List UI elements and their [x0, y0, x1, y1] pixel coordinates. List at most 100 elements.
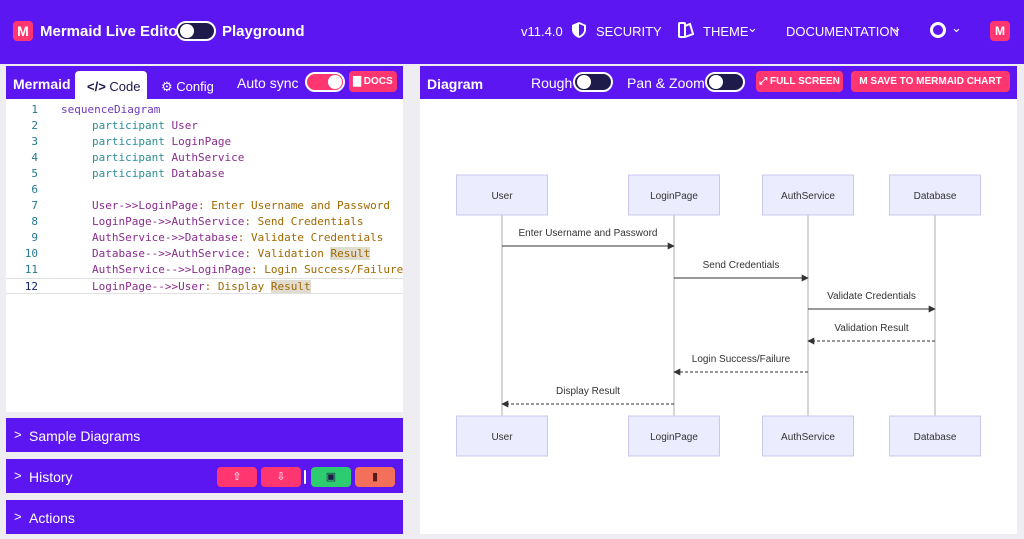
theme-icon	[678, 22, 694, 38]
actor-label: Database	[914, 432, 957, 443]
code-token: LoginPage	[171, 135, 232, 148]
save-to-mermaid-chart-button[interactable]: M SAVE TO MERMAID CHART	[851, 71, 1010, 92]
code-token: AuthService	[92, 263, 165, 276]
trash-icon[interactable]: ▮	[355, 467, 395, 487]
code-token: participant	[92, 135, 165, 148]
accordion-label: Actions	[29, 510, 75, 526]
book-icon: ▇	[353, 76, 361, 87]
code-token: Validate Credentials	[244, 231, 384, 244]
code-token: ->>	[151, 215, 172, 228]
line-number: 12	[24, 280, 38, 293]
tab-config[interactable]: ⚙ Config	[161, 79, 214, 95]
top-bar: M Mermaid Live Editor Playground v11.4.0…	[0, 0, 1024, 64]
code-token: AuthService	[171, 151, 245, 164]
save-icon[interactable]: ▣	[311, 467, 351, 487]
divider	[304, 470, 306, 484]
code-token: Result	[270, 280, 311, 293]
editor-title: Mermaid	[13, 76, 71, 92]
code-token: Database	[184, 231, 238, 244]
message-label: Login Success/Failure	[692, 354, 791, 365]
docs-button-label: DOCS	[363, 76, 393, 87]
message-label: Validate Credentials	[827, 291, 916, 302]
version-label[interactable]: v11.4.0	[521, 24, 563, 39]
docs-chevron-down-icon: ⌄	[891, 20, 902, 35]
auto-sync-label: Auto sync	[237, 75, 299, 91]
download-icon[interactable]: ⇩	[261, 467, 301, 487]
tab-code[interactable]: </> Code	[75, 71, 147, 99]
actor-box-top	[628, 174, 720, 216]
accordion-actions[interactable]: > Actions	[6, 500, 403, 534]
auto-sync-toggle[interactable]	[305, 72, 345, 92]
tab-config-label: Config	[176, 79, 214, 94]
accordion-label: Sample Diagrams	[29, 428, 141, 444]
playground-toggle[interactable]	[176, 21, 216, 41]
line-number: 10	[24, 247, 38, 260]
github-icon[interactable]	[930, 22, 946, 38]
line-number: 9	[31, 231, 38, 244]
code-token: :	[197, 199, 205, 212]
code-token: LoginPage	[92, 215, 152, 228]
upload-icon[interactable]: ⇧	[217, 467, 257, 487]
toggle-knob	[328, 75, 342, 89]
actor-label: Database	[914, 191, 957, 202]
full-screen-button[interactable]: ⤢ FULL SCREEN	[756, 71, 843, 92]
playground-label: Playground	[222, 23, 305, 40]
nav-documentation[interactable]: DOCUMENTATION	[786, 24, 899, 39]
mermaid-chart-icon[interactable]: M	[990, 21, 1010, 41]
code-token: User	[92, 199, 119, 212]
app-title[interactable]: Mermaid Live Editor	[40, 23, 184, 40]
pan-zoom-toggle[interactable]	[705, 72, 745, 92]
docs-button[interactable]: ▇ DOCS	[349, 71, 397, 92]
full-screen-label: FULL SCREEN	[769, 76, 840, 87]
expand-icon: ⤢	[759, 76, 768, 87]
code-token: Result	[330, 247, 371, 260]
code-token: LoginPage	[138, 199, 198, 212]
theme-chevron-down-icon: ⌄	[747, 20, 758, 35]
accordion-label: History	[29, 469, 73, 485]
code-token: LoginPage	[191, 263, 251, 276]
code-token: Enter Username and Password	[204, 199, 391, 212]
line-number: 4	[31, 151, 38, 164]
actor-box-top	[762, 174, 854, 216]
code-token: AuthService	[171, 215, 245, 228]
accordion-sample-diagrams[interactable]: > Sample Diagrams	[6, 418, 403, 452]
code-token: Validation	[250, 247, 331, 260]
line-number: 2	[31, 119, 38, 132]
toggle-knob	[577, 75, 591, 89]
code-token: participant	[92, 167, 165, 180]
code-token: Login Success/Failure	[257, 263, 404, 276]
save-label: SAVE TO MERMAID CHART	[870, 76, 1002, 87]
rough-toggle[interactable]	[573, 72, 613, 92]
code-token: :	[250, 263, 258, 276]
mermaid-logo-icon[interactable]: M	[13, 21, 33, 41]
toggle-knob	[709, 75, 723, 89]
sequence-diagram[interactable]: UserUserLoginPageLoginPageAuthServiceAut…	[420, 99, 1017, 534]
line-number: 1	[31, 103, 38, 116]
code-token: User	[171, 119, 198, 132]
message-label: Send Credentials	[703, 260, 780, 271]
code-token: -->>	[144, 247, 172, 260]
gears-icon: ⚙	[161, 79, 173, 94]
code-token: Database	[171, 167, 225, 180]
editor-panel: Mermaid </> Code ⚙ Config Auto sync ▇ DO…	[6, 66, 403, 412]
pan-zoom-label: Pan & Zoom	[627, 75, 705, 91]
nav-theme[interactable]: THEME	[703, 24, 749, 39]
line-number: 6	[31, 183, 38, 196]
line-number: 8	[31, 215, 38, 228]
chevron-right-icon: >	[14, 468, 22, 483]
actor-box-bottom	[628, 415, 720, 457]
actor-label: User	[491, 191, 513, 202]
message-label: Validation Result	[834, 323, 909, 334]
code-token: AuthService	[92, 231, 165, 244]
nav-security[interactable]: SECURITY	[596, 24, 662, 39]
line-number: 11	[24, 263, 38, 276]
accordion-history[interactable]: > History ⇧ ⇩ ▣ ▮	[6, 459, 403, 493]
actor-box-bottom	[889, 415, 981, 457]
mermaid-chart-icon: M	[859, 76, 868, 87]
